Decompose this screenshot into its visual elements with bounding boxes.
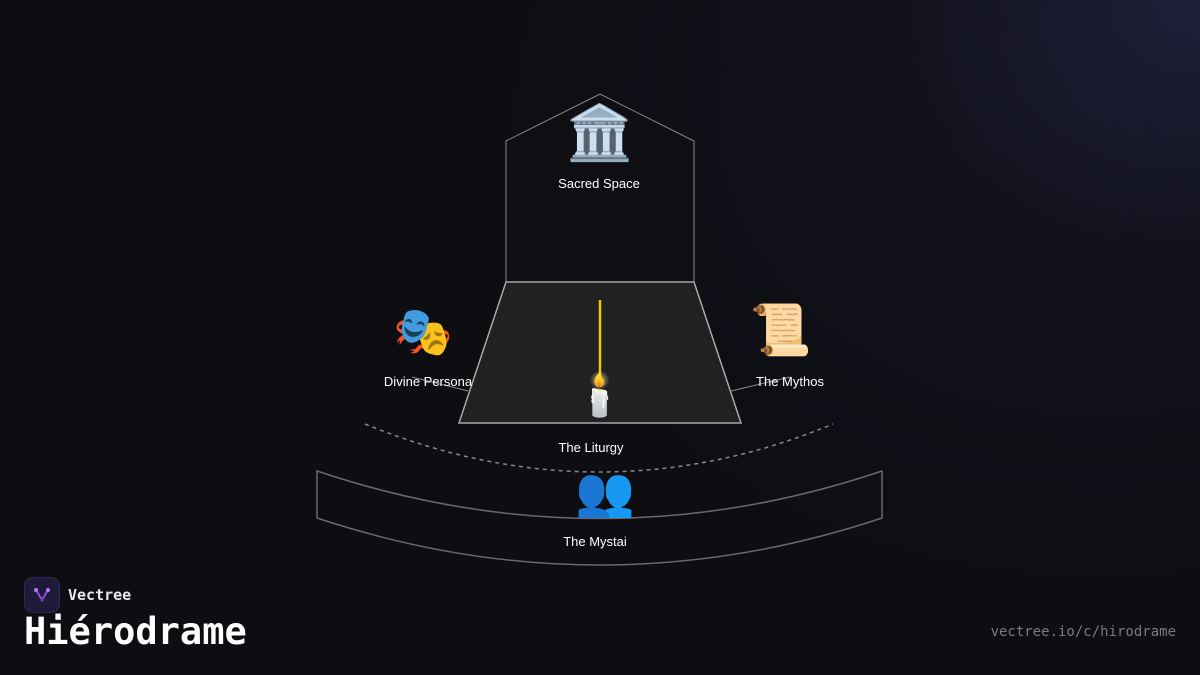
classical-building-icon: 🏛️ xyxy=(566,101,634,164)
mythos-connector xyxy=(730,376,791,392)
performing-arts-masks-icon: 🎭 xyxy=(393,304,453,360)
the-liturgy-label: The Liturgy xyxy=(558,440,624,455)
persona-connector xyxy=(411,376,469,392)
page-url[interactable]: vectree.io/c/hirodrame xyxy=(990,624,1176,640)
liturgy-boundary-arc xyxy=(364,423,834,473)
brand[interactable]: Vectree xyxy=(24,577,131,613)
scroll-icon: 📜 xyxy=(749,301,813,359)
candle-icon: 🕯️ xyxy=(573,370,627,419)
sacred-space-label: Sacred Space xyxy=(558,176,640,191)
the-mystai-label: The Mystai xyxy=(563,534,627,549)
the-mythos-label: The Mythos xyxy=(756,374,824,389)
vectree-logo-icon xyxy=(24,577,60,613)
page-title: Hiérodrame xyxy=(24,610,247,653)
sacred-space-shape xyxy=(505,93,695,283)
audience-band xyxy=(316,469,883,566)
divine-persona-label: Divine Persona xyxy=(383,374,473,389)
people-icon: 👥 xyxy=(575,464,635,520)
brand-name: Vectree xyxy=(68,586,132,604)
